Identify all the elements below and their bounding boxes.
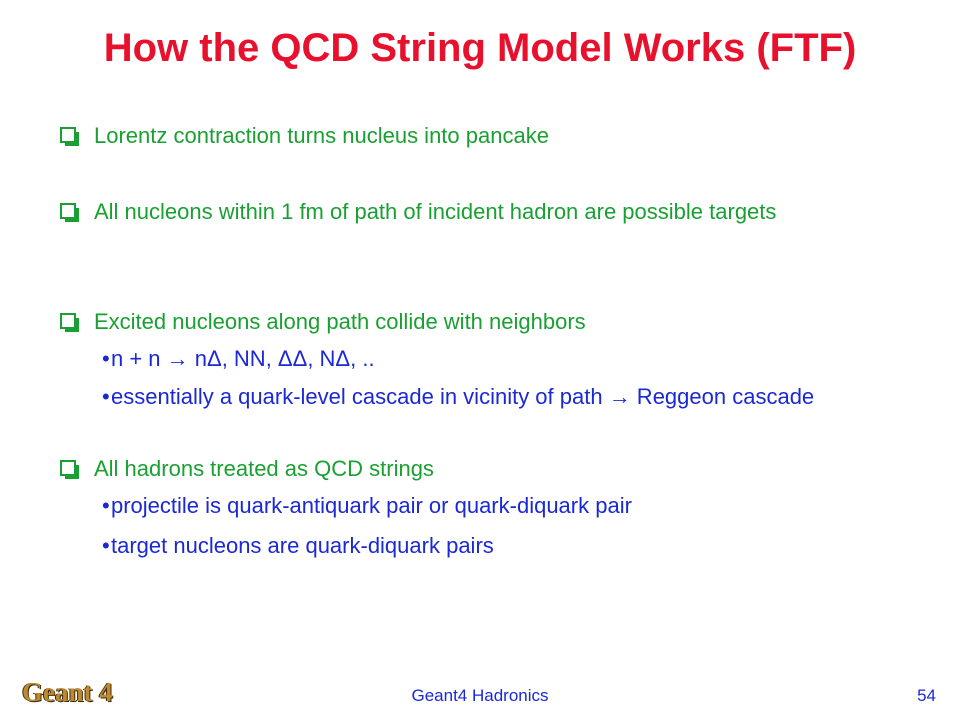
sub-bullet-item: • n + n → nΔ, NN, ΔΔ, NΔ, .. xyxy=(102,345,882,372)
dot-bullet-icon: • xyxy=(102,346,110,371)
checkbox-square-icon xyxy=(60,460,79,479)
dot-bullet-icon: • xyxy=(102,493,110,518)
slide-title: How the QCD String Model Works (FTF) xyxy=(103,26,857,70)
bullet-text: All hadrons treated as QCD strings xyxy=(94,456,434,481)
page-number: 54 xyxy=(917,686,936,705)
dot-bullet-icon: • xyxy=(102,384,110,409)
sub-bullet-item: • projectile is quark-antiquark pair or … xyxy=(102,492,882,519)
bullet-text: All nucleons within 1 fm of path of inci… xyxy=(94,199,777,224)
bullet-item: Excited nucleons along path collide with… xyxy=(60,308,880,335)
sub-bullet-text: essentially a quark-level cascade in vic… xyxy=(111,384,815,409)
bullet-item: Lorentz contraction turns nucleus into p… xyxy=(60,122,880,149)
sub-bullet-text: target nucleons are quark-diquark pairs xyxy=(111,533,494,558)
sub-bullet-item: • essentially a quark-level cascade in v… xyxy=(102,383,882,410)
geant4-logo: Geant 4 xyxy=(22,677,113,707)
sub-bullet-item: • target nucleons are quark-diquark pair… xyxy=(102,532,882,559)
checkbox-square-icon xyxy=(60,127,79,146)
bullet-item: All nucleons within 1 fm of path of inci… xyxy=(60,198,880,225)
checkbox-square-icon xyxy=(60,313,79,332)
checkbox-square-icon xyxy=(60,203,79,222)
bullet-item: All hadrons treated as QCD strings xyxy=(60,455,880,482)
sub-bullet-text: projectile is quark-antiquark pair or qu… xyxy=(111,493,632,518)
bullet-text: Excited nucleons along path collide with… xyxy=(94,309,586,334)
footer-title: Geant4 Hadronics xyxy=(411,686,549,705)
bullet-text: Lorentz contraction turns nucleus into p… xyxy=(94,123,549,148)
dot-bullet-icon: • xyxy=(102,533,110,558)
sub-bullet-text: n + n → nΔ, NN, ΔΔ, NΔ, .. xyxy=(111,346,375,371)
